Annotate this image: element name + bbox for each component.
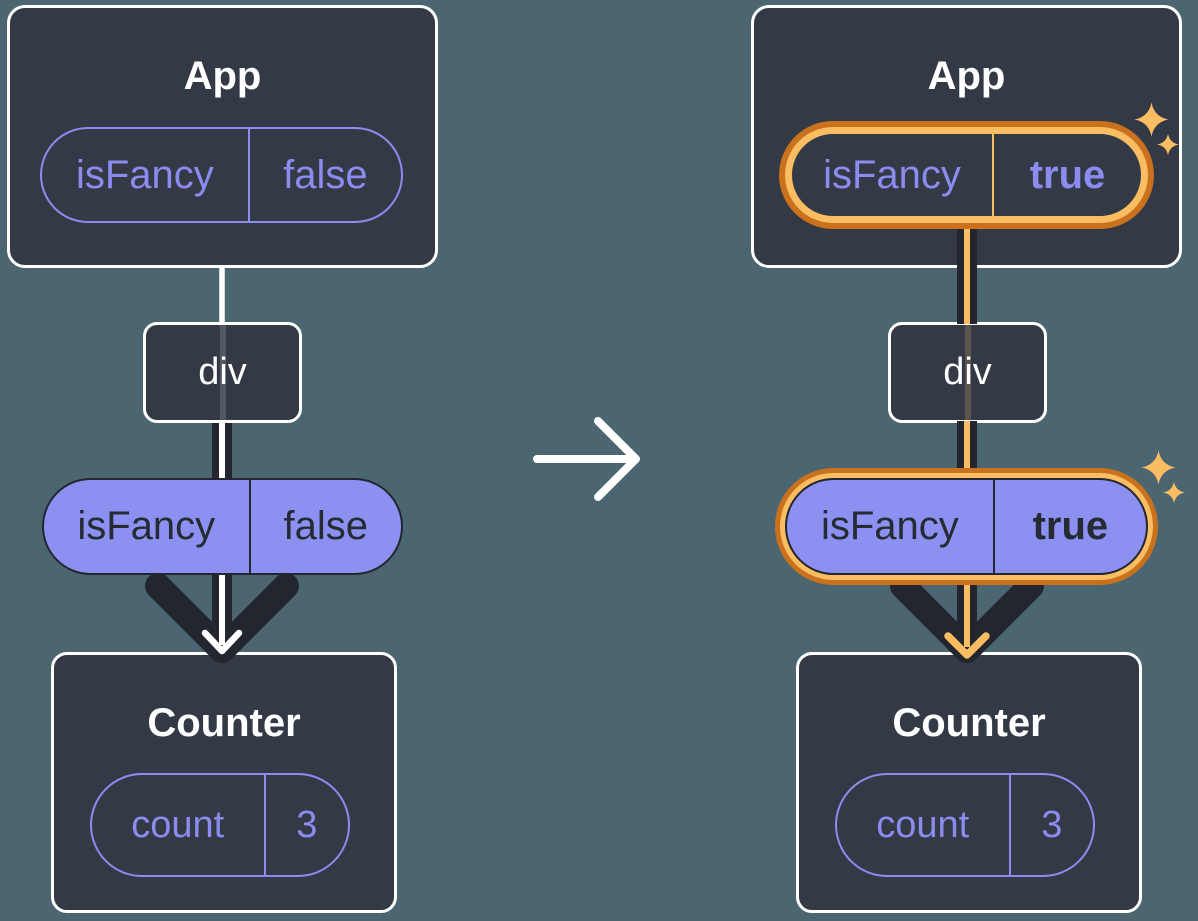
prop-pill-before: isFancy false	[42, 478, 403, 575]
component-title: App	[927, 54, 1006, 98]
arrowhead-icon	[145, 573, 299, 663]
sparkle-icon	[1163, 481, 1185, 504]
counter-state-pill-after: count 3	[835, 773, 1095, 877]
div-node-label: div	[198, 351, 247, 393]
state-value: 3	[263, 775, 348, 875]
prop-flow-connector-after	[890, 220, 1044, 663]
prop-value: false	[248, 480, 401, 573]
prop-pill-after: isFancy true	[785, 478, 1148, 575]
prop-value: true	[992, 480, 1146, 573]
arrow-tip-icon	[201, 629, 243, 655]
div-node-box-after: div	[888, 322, 1047, 423]
app-state-pill-before: isFancy false	[40, 127, 403, 223]
state-key: isFancy	[823, 152, 961, 197]
right-arrow-icon	[533, 417, 640, 501]
component-title: Counter	[892, 701, 1046, 745]
sparkle-icon	[1157, 133, 1179, 156]
state-value: false	[247, 129, 401, 221]
state-key: count	[876, 803, 970, 846]
div-node-box-before: div	[143, 322, 302, 423]
prop-flow-line-faint	[219, 325, 226, 420]
component-title: App	[183, 54, 262, 98]
state-key: isFancy	[75, 152, 214, 197]
div-node-label: div	[943, 351, 992, 393]
component-title: Counter	[147, 701, 301, 745]
state-value: true	[991, 134, 1141, 216]
counter-state-pill-before: count 3	[90, 773, 350, 877]
arrowhead-icon	[890, 573, 1044, 663]
prop-flow-line-faint	[964, 325, 971, 420]
sparkle-icon	[1134, 102, 1169, 137]
state-key: count	[131, 803, 225, 846]
sparkle-icon	[1141, 450, 1176, 485]
prop-key: isFancy	[820, 504, 959, 548]
state-value: 3	[1008, 775, 1093, 875]
prop-key: isFancy	[77, 504, 216, 548]
app-state-pill-after: isFancy true	[785, 127, 1148, 223]
